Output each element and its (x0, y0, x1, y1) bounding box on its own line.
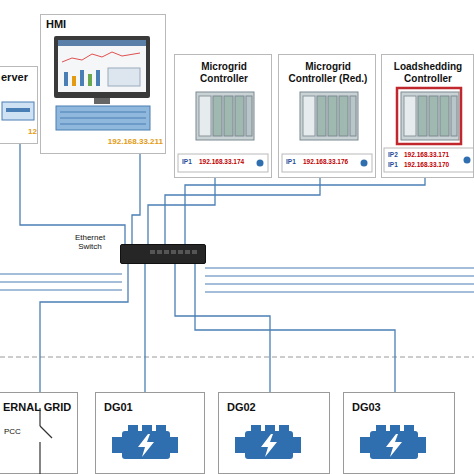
network-link (148, 178, 215, 244)
node-text: erver (1, 71, 37, 84)
node-text: IP1 (388, 161, 402, 168)
node-text: 192.168.33.174 (199, 158, 259, 165)
grid-box: ERNAL GRID PCC (0, 392, 78, 474)
bus-wires (0, 268, 474, 292)
network-link (20, 144, 125, 244)
hmi-box: HMI 192.168.33.211 (40, 14, 166, 154)
node-text: PCC (4, 427, 28, 436)
ethernet-switch: Ethernet Switch (120, 244, 206, 264)
network-link (144, 264, 145, 392)
node-text: ERNAL GRID (3, 401, 77, 414)
network-link (175, 264, 270, 392)
node-text: 192.168.33.170 (404, 161, 464, 168)
generator-box: DG03 (343, 392, 455, 474)
node-text: 12 (1, 127, 37, 136)
generator-box: DG01 (95, 392, 205, 474)
zone-divider (0, 357, 474, 358)
node-text: HMI (46, 18, 106, 31)
network-link (132, 154, 140, 244)
node-text: IP1 (182, 158, 196, 165)
network-link (195, 264, 395, 392)
node-text: 192.168.33.211 (71, 137, 163, 146)
node-text: Microgrid Controller (Red.) (283, 61, 373, 84)
node-text: DG02 (227, 401, 287, 414)
network-link (165, 178, 320, 244)
node-text: 192.168.33.176 (303, 158, 363, 165)
network-link (185, 178, 425, 244)
generator-box: DG02 (218, 392, 330, 474)
controller-box: Microgrid ControllerIP1192.168.33.174 (174, 54, 272, 178)
controller-box: Loadshedding ControllerIP2192.168.33.171… (381, 54, 474, 178)
node-text: IP1 (286, 158, 300, 165)
node-text: Microgrid Controller (179, 61, 269, 84)
controller-box: Microgrid Controller (Red.) IP1192.168.33… (278, 54, 376, 178)
network-link (40, 264, 128, 392)
node-text: Ethernet Switch (63, 233, 117, 251)
node-text: IP2 (388, 151, 402, 158)
node-text: DG03 (352, 401, 412, 414)
node-text: 192.168.33.171 (404, 151, 464, 158)
node-text: Loadshedding Controller (384, 61, 472, 84)
server-box: erver 12 (0, 66, 38, 144)
node-text: DG01 (104, 401, 164, 414)
